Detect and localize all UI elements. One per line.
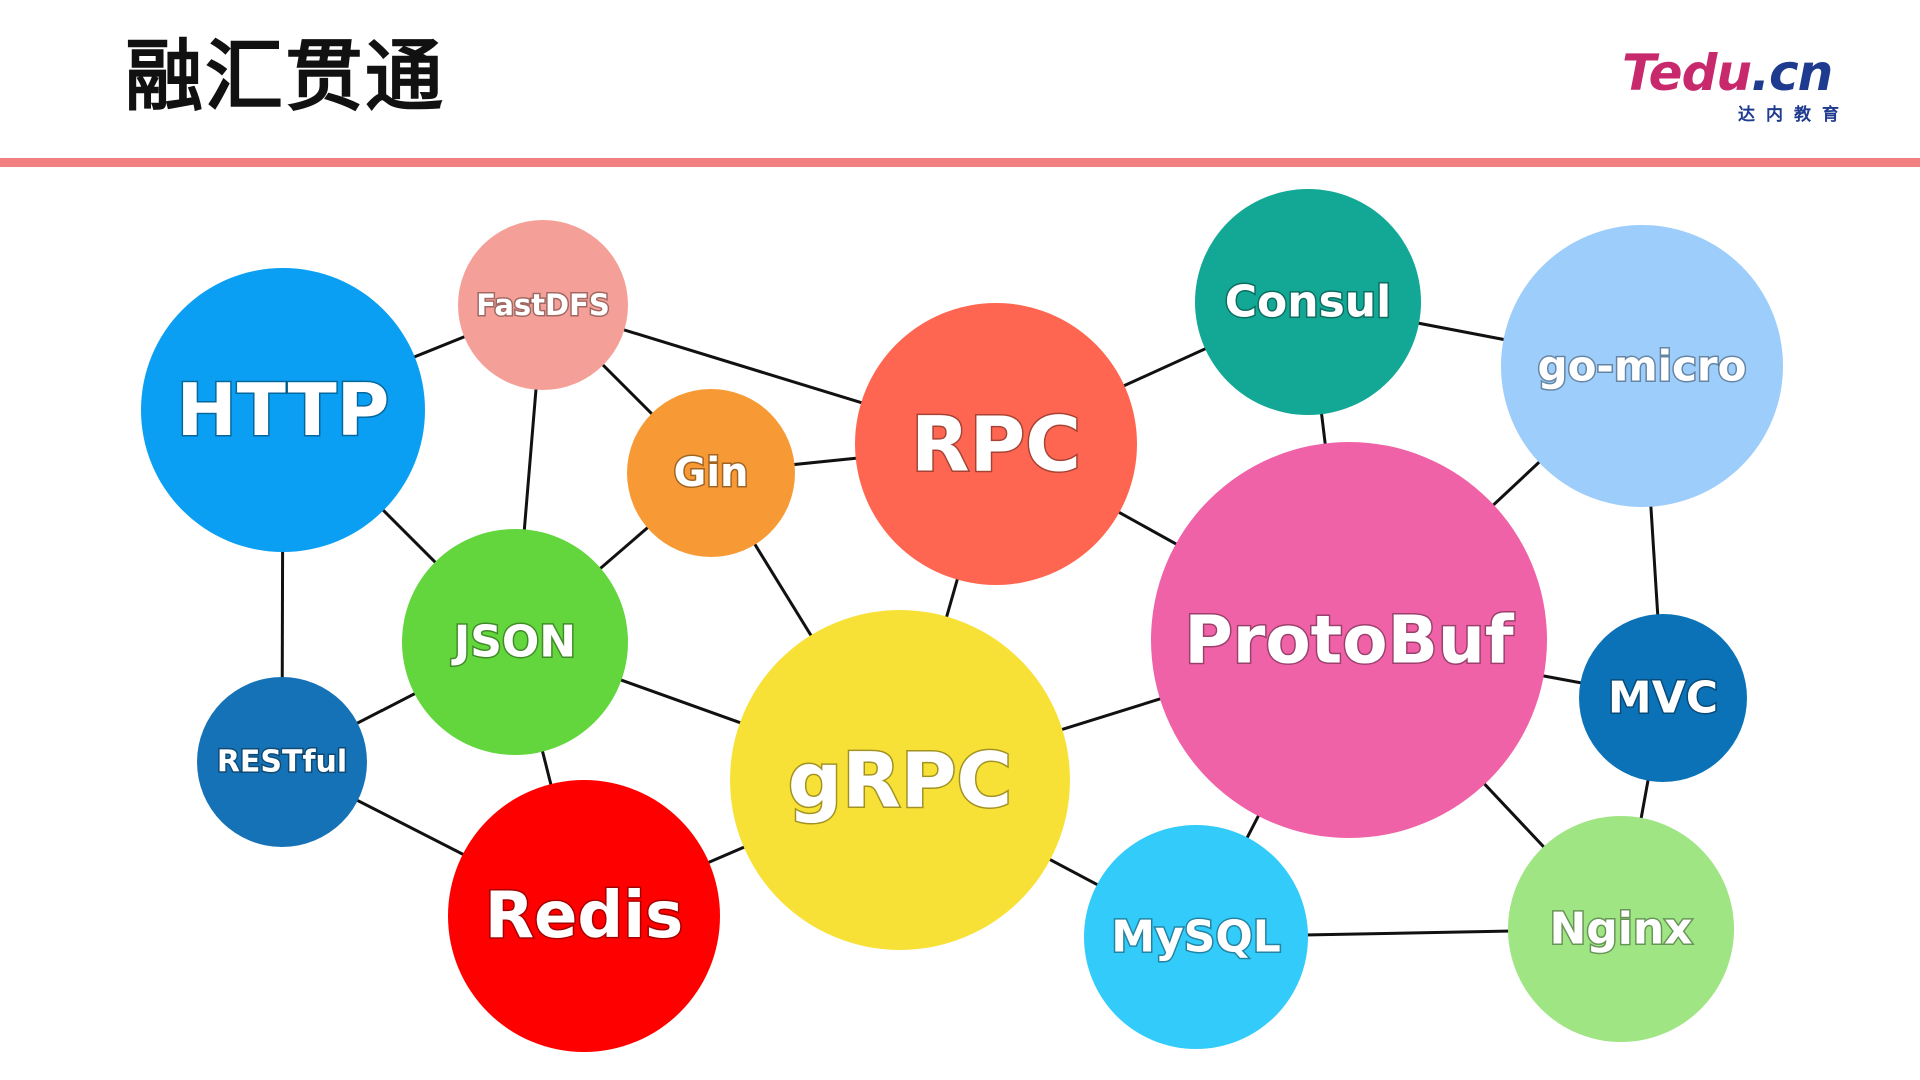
node-mvc: MVC: [1579, 614, 1747, 782]
node-label-json: JSON: [451, 617, 576, 668]
node-label-consul: Consul: [1225, 277, 1391, 328]
node-restful: RESTful: [197, 677, 367, 847]
slide-title: 融汇贯通: [125, 32, 446, 122]
node-label-restful: RESTful: [217, 745, 347, 780]
node-label-mysql: MySQL: [1111, 912, 1281, 963]
node-label-fastdfs: FastDFS: [476, 288, 610, 322]
node-http: HTTP: [141, 268, 425, 552]
node-circle-gin: [627, 389, 795, 557]
node-circle-protobuf: [1151, 442, 1547, 838]
node-circle-grpc: [730, 610, 1070, 950]
node-mysql: MySQL: [1084, 825, 1308, 1049]
node-protobuf: ProtoBuf: [1151, 442, 1547, 838]
node-label-redis: Redis: [485, 879, 684, 953]
logo-wordmark: Tedu.cn: [1622, 48, 1833, 98]
node-json: JSON: [402, 529, 628, 755]
node-circle-redis: [448, 780, 720, 1052]
node-label-grpc: gRPC: [788, 736, 1012, 825]
logo-suffix: .cn: [1750, 44, 1833, 102]
node-circle-restful: [197, 677, 367, 847]
node-consul: Consul: [1195, 189, 1421, 415]
node-circle-http: [141, 268, 425, 552]
node-circle-mvc: [1579, 614, 1747, 782]
node-gin: Gin: [627, 389, 795, 557]
node-circle-gomicro: [1501, 225, 1783, 507]
node-fastdfs: FastDFS: [458, 220, 628, 390]
node-label-http: HTTP: [177, 368, 390, 452]
node-circle-nginx: [1508, 816, 1734, 1042]
node-label-protobuf: ProtoBuf: [1184, 602, 1514, 679]
tedu-logo: Tedu.cn 达内教育: [1622, 48, 1852, 125]
node-label-mvc: MVC: [1608, 673, 1718, 724]
node-circle-rpc: [855, 303, 1137, 585]
node-grpc: gRPC: [730, 610, 1070, 950]
header-divider: [0, 158, 1920, 167]
node-label-gomicro: go-micro: [1538, 342, 1747, 391]
node-nginx: Nginx: [1508, 816, 1734, 1042]
node-rpc: RPC: [855, 303, 1137, 585]
logo-mark: Tedu: [1622, 44, 1752, 102]
node-gomicro: go-micro: [1501, 225, 1783, 507]
node-label-nginx: Nginx: [1549, 904, 1692, 955]
node-circle-consul: [1195, 189, 1421, 415]
node-label-rpc: RPC: [911, 400, 1081, 489]
node-redis: Redis: [448, 780, 720, 1052]
node-circle-mysql: [1084, 825, 1308, 1049]
node-circle-json: [402, 529, 628, 755]
logo-subtitle: 达内教育: [1738, 105, 1850, 125]
node-circle-fastdfs: [458, 220, 628, 390]
node-label-gin: Gin: [673, 450, 748, 496]
